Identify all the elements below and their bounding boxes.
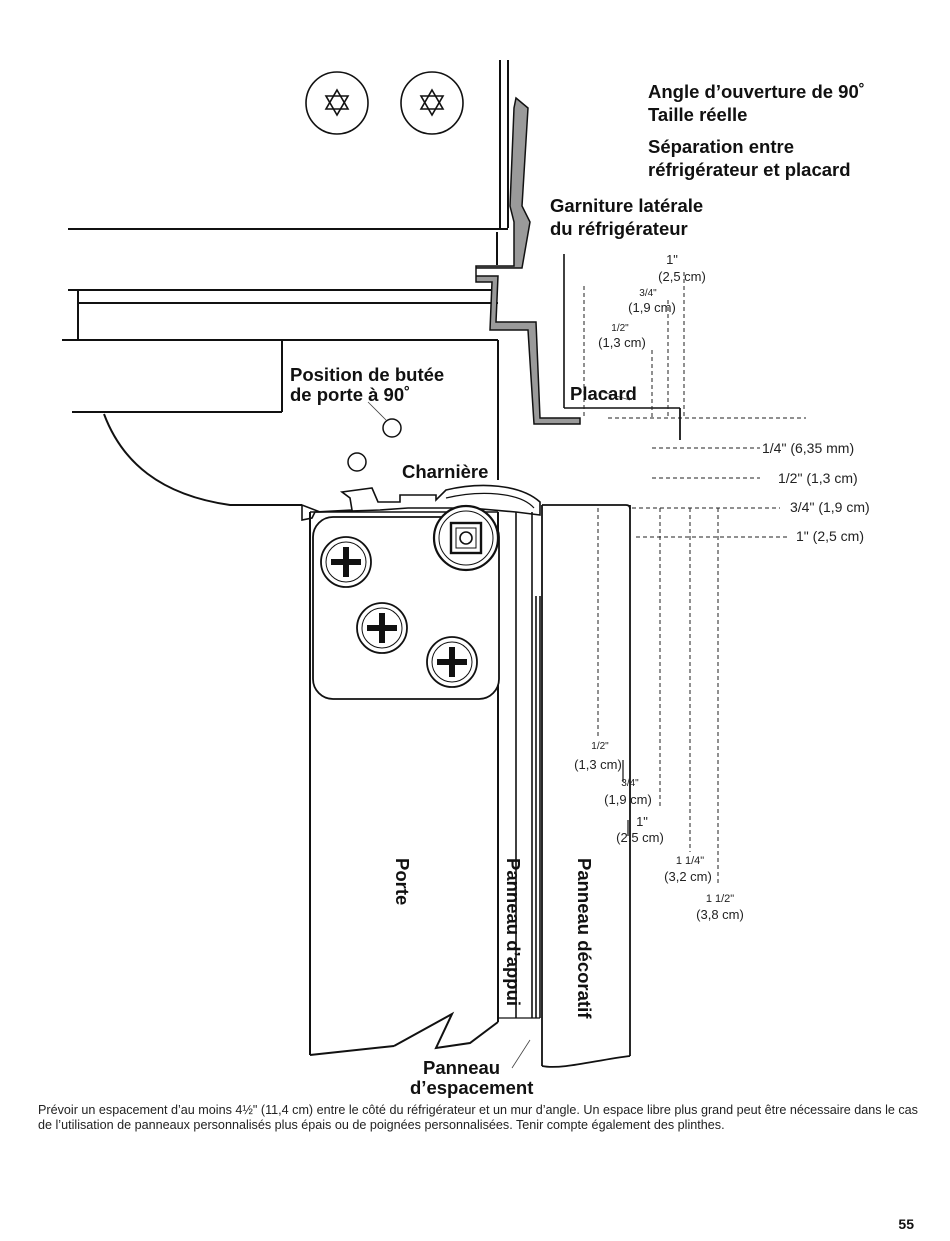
leader-line [367,401,387,421]
phillips-screw-icon [320,536,372,588]
title-separation: Séparation entre [648,136,794,157]
hinge-pin-icon [432,504,500,572]
label-position: Position de butée [290,364,444,385]
label-placard: Placard [570,383,637,404]
title-separation-2: réfrigérateur et placard [648,159,851,180]
refrigerator-body [62,60,509,506]
dim-bottom-3-frac: 1" [636,814,648,829]
label-panneau-espacement: Panneau [423,1057,500,1078]
dim-bottom-2-metric: (1,9 cm) [604,792,652,807]
page-number: 55 [898,1216,914,1232]
dim-bottom-5-frac: 1 1/2" [706,893,734,905]
dim-top-2-metric: (1,9 cm) [628,300,676,315]
star-screw-icon [400,71,464,135]
dim-right-1: 1/4" (6,35 mm) [762,440,854,456]
dim-bottom-1-metric: (1,3 cm) [574,757,622,772]
door-stop-hole [382,418,402,438]
label-position-2: de porte à 90˚ [290,384,410,405]
label-garniture: Garniture latérale [550,195,703,216]
label-porte: Porte [392,858,413,905]
hinge [301,484,541,521]
title-size: Taille réelle [648,104,747,125]
dim-bottom-3-metric: (2,5 cm) [616,830,664,845]
label-panneau-espacement-2: d’espacement [410,1077,533,1098]
leader-line [601,391,631,401]
dim-right-3: 3/4" (1,9 cm) [790,499,870,515]
dim-top-1-metric: (2,5 cm) [658,269,706,284]
dim-bottom-4-metric: (3,2 cm) [664,869,712,884]
panneau-appui [498,512,541,1019]
hinge-clearance-diagram: Angle d’ouverture de 90˚ Taille réelle S… [62,60,870,1098]
title-angle: Angle d’ouverture de 90˚ [648,81,865,102]
door-stop-hole [347,452,367,472]
dim-right-4: 1" (2,5 cm) [796,528,864,544]
dimension-lines [583,272,806,886]
label-panneau-decoratif: Panneau décoratif [574,858,595,1019]
hinge-arm [445,492,535,509]
star-screw-icon [305,71,369,135]
side-trim [475,96,581,425]
note-text: Prévoir un espacement d’au moins 4½" (11… [38,1103,918,1132]
phillips-screw-icon [426,636,478,688]
phillips-screw-icon [356,602,408,654]
dim-top-3-frac: 1/2" [611,323,629,334]
dim-top-1-frac: 1" [666,252,678,267]
dim-top-3-metric: (1,3 cm) [598,335,646,350]
label-panneau-appui: Panneau d’appui [503,858,524,1006]
dim-bottom-1-frac: 1/2" [591,741,609,752]
panneau-decoratif [541,504,631,1068]
dim-top-2-frac: 3/4" [639,288,657,299]
dim-right-2: 1/2" (1,3 cm) [778,470,858,486]
dim-bottom-5-metric: (3,8 cm) [696,907,744,922]
leader-line [511,1039,531,1069]
dim-bottom-2-frac: 3/4" [621,778,639,789]
dim-bottom-4-frac: 1 1/4" [676,855,704,867]
label-charniere: Charnière [402,461,488,482]
label-garniture-2: du réfrigérateur [550,218,688,239]
